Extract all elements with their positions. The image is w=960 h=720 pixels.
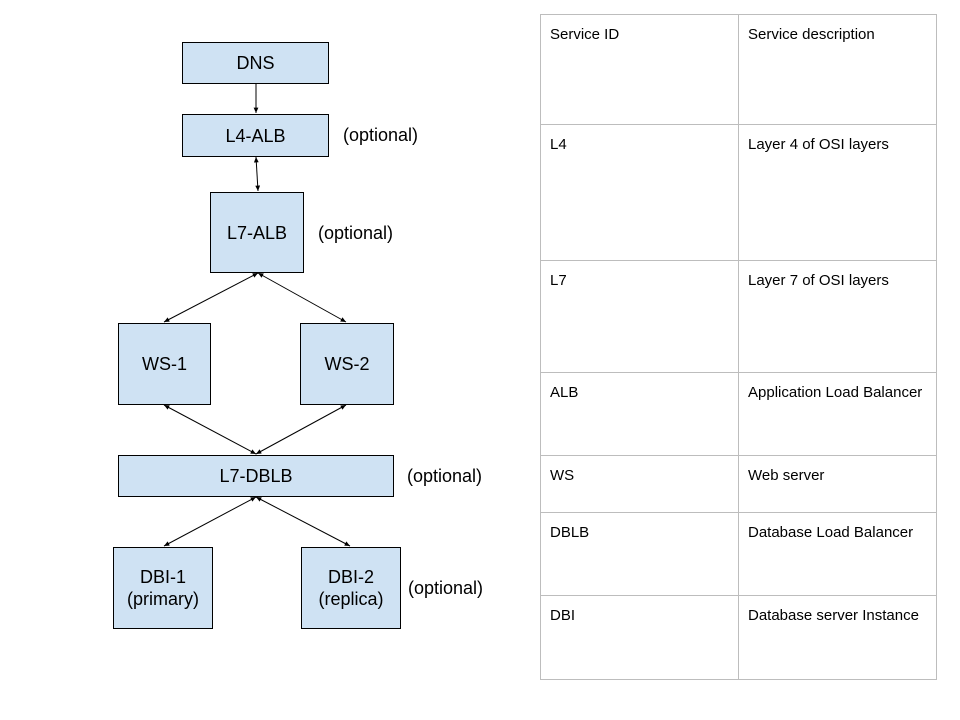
arrow-l4-alb-l7-alb <box>253 156 261 192</box>
node-l7-dblb-label: L7-DBLB <box>219 466 293 486</box>
table-header-row: Service ID Service description <box>540 14 937 125</box>
node-ws1: WS-1 <box>118 323 211 405</box>
node-l4-alb: L4-ALB <box>182 114 329 157</box>
arrow-l7-dblb-dbi1 <box>163 496 257 547</box>
table-row: DBLB Database Load Balancer <box>540 512 937 596</box>
node-l7-alb: L7-ALB <box>210 192 304 273</box>
cell-service-id: L7 <box>540 260 739 373</box>
arrow-l7-dblb-dbi2 <box>255 496 351 547</box>
node-ws2: WS-2 <box>300 323 394 405</box>
table-row: WS Web server <box>540 455 937 513</box>
note-l7-alb-optional: (optional) <box>318 223 394 243</box>
architecture-diagram: DNS L4-ALB (optional) L7-ALB (optional) … <box>113 42 484 629</box>
node-dns: DNS <box>182 42 329 84</box>
cell-service-id: WS <box>540 455 739 513</box>
node-dbi1: DBI-1 (primary) <box>113 547 213 629</box>
cell-service-description: Database Load Balancer <box>738 512 937 596</box>
node-l4-alb-label: L4-ALB <box>225 125 286 146</box>
node-dbi1-label: DBI-1 (primary) <box>127 567 199 609</box>
cell-service-id: DBLB <box>540 512 739 596</box>
node-ws1-label: WS-1 <box>142 354 187 374</box>
table-row: DBI Database server Instance <box>540 595 937 680</box>
node-dns-label: DNS <box>236 53 275 73</box>
node-ws2-label: WS-2 <box>324 354 370 374</box>
cell-service-description: Application Load Balancer <box>738 372 937 456</box>
node-l7-dblb: L7-DBLB <box>118 455 394 497</box>
header-service-id: Service ID <box>540 14 739 125</box>
service-legend-table: Service ID Service description L4 Layer … <box>540 14 937 680</box>
cell-service-description: Database server Instance <box>738 595 937 680</box>
arrow-ws2-l7-dblb <box>255 404 347 455</box>
diagram-connectors <box>163 84 351 547</box>
node-l7-alb-label: L7-ALB <box>226 222 288 243</box>
table-row: L7 Layer 7 of OSI layers <box>540 260 937 373</box>
table-row: L4 Layer 4 of OSI layers <box>540 124 937 261</box>
cell-service-id: DBI <box>540 595 739 680</box>
node-dbi2: DBI-2 (replica) <box>301 547 401 629</box>
table-row: ALB Application Load Balancer <box>540 372 937 456</box>
note-l4-alb-optional: (optional) <box>343 125 419 145</box>
cell-service-id: ALB <box>540 372 739 456</box>
header-service-description: Service description <box>738 14 937 125</box>
arrow-l7-alb-ws2 <box>257 272 347 323</box>
node-dbi2-label: DBI-2 (replica) <box>318 567 384 609</box>
cell-service-description: Web server <box>738 455 937 513</box>
note-dbi2-optional: (optional) <box>408 578 484 598</box>
cell-service-id: L4 <box>540 124 739 261</box>
arrow-l7-alb-ws1 <box>163 272 259 323</box>
note-l7-dblb-optional: (optional) <box>407 466 483 486</box>
arrow-ws1-l7-dblb <box>163 404 257 455</box>
cell-service-description: Layer 4 of OSI layers <box>738 124 937 261</box>
cell-service-description: Layer 7 of OSI layers <box>738 260 937 373</box>
